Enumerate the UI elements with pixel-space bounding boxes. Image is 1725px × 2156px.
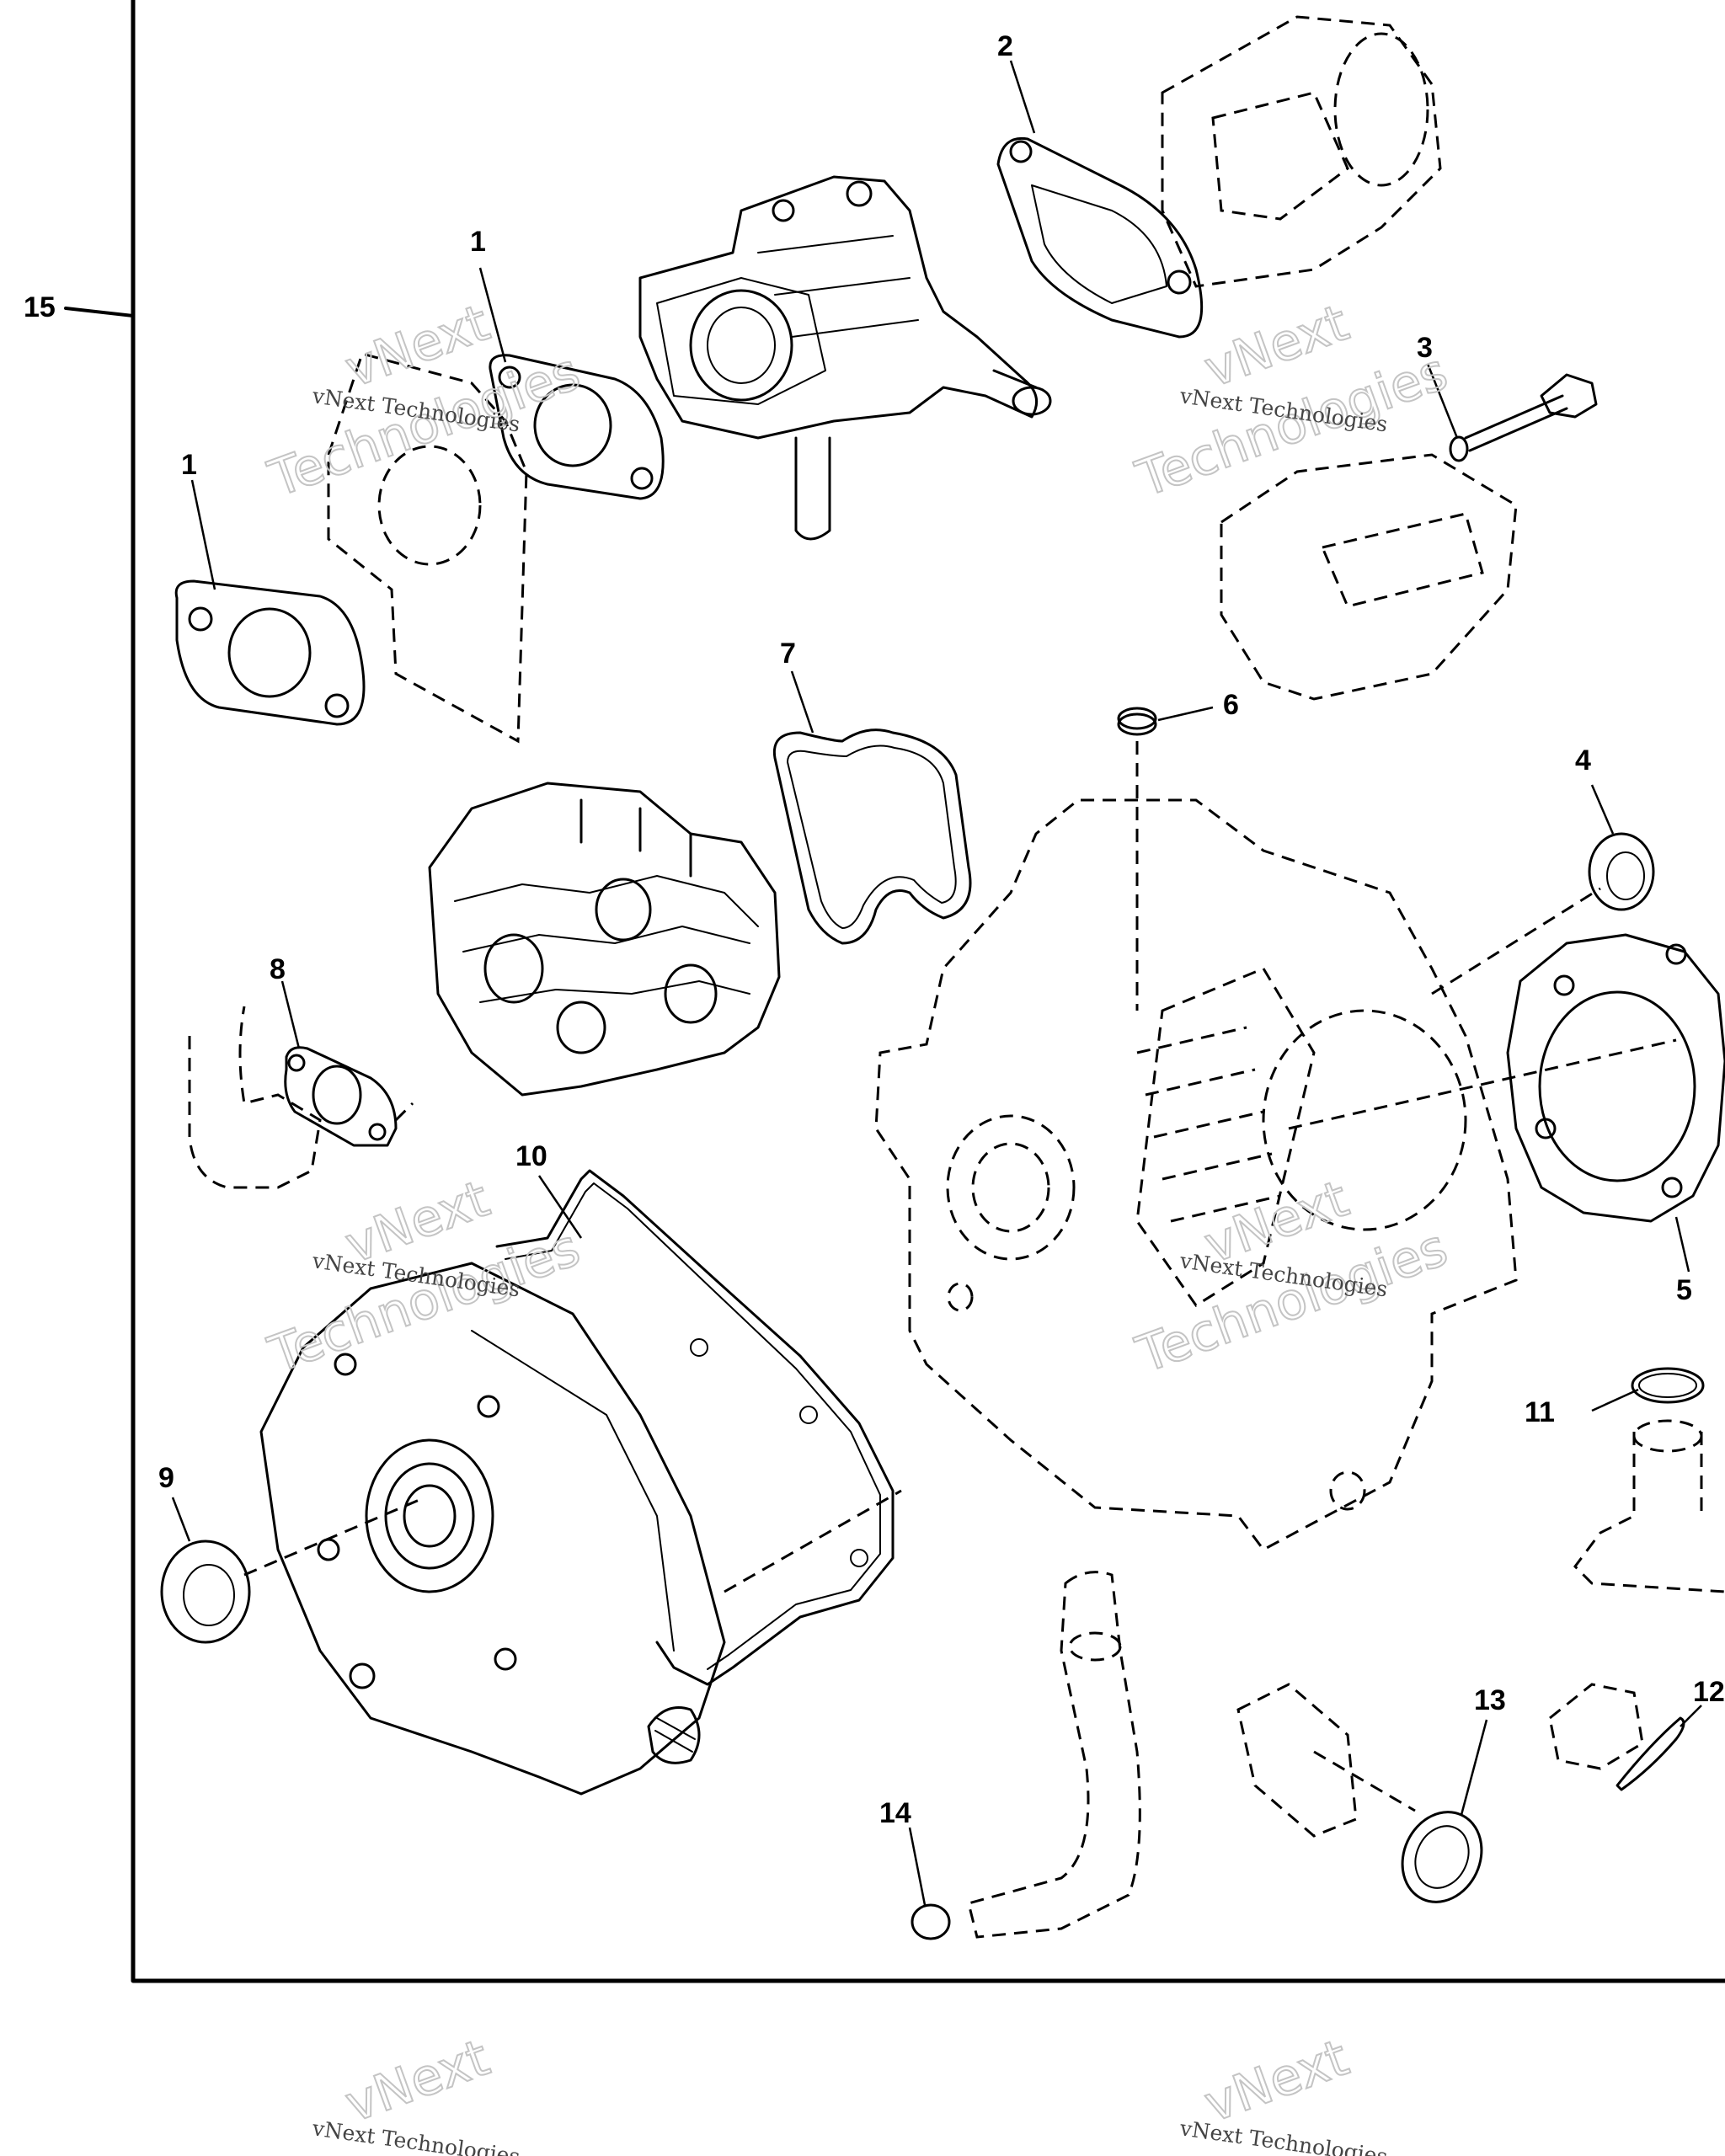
- plug-o-ring: [1616, 1716, 1685, 1791]
- breather-o-ring: [911, 1903, 951, 1940]
- callout-1-left: 1: [181, 449, 197, 481]
- callout-4: 4: [1575, 744, 1591, 776]
- svg-text:vNext: vNext: [1197, 2028, 1356, 2134]
- svg-text:vNext Technologies: vNext Technologies: [1178, 2116, 1389, 2156]
- exhaust-gasket: [188, 1006, 414, 1189]
- cylinder-head-gasket: [1288, 933, 1725, 1223]
- kit-frame: [64, 0, 1725, 1983]
- watermark-bottom-right: vNext vNext Technologies: [1178, 2027, 1389, 2156]
- drain-plug-dashed: [1236, 1683, 1416, 1838]
- callout-12: 12: [1693, 1676, 1725, 1708]
- dipstick-tube-dashed: [1573, 1419, 1725, 1593]
- callout-2: 2: [997, 30, 1013, 62]
- crankcase-gasket: [495, 1169, 895, 1686]
- watermark-bottom-left: vNext vNext Technologies: [310, 2027, 521, 2156]
- callout-14: 14: [879, 1797, 911, 1829]
- valve-cover-screw: [1449, 373, 1598, 462]
- drain-plug-washer: [1401, 1811, 1483, 1903]
- oil-seal-right: [1431, 832, 1655, 995]
- callout-15: 15: [24, 291, 56, 323]
- callout-5: 5: [1676, 1274, 1692, 1306]
- oil-seal-left: [160, 1489, 902, 1644]
- callout-7: 7: [780, 638, 796, 670]
- svg-text:vNext Technologies: vNext Technologies: [310, 2116, 521, 2156]
- watermark-top-right: vNext Technologies vNext Technologies: [1128, 292, 1455, 510]
- threaded-plug-dashed: [1548, 1683, 1644, 1770]
- air-cleaner-base-dashed: [1161, 15, 1442, 288]
- callout-numbers: 1 1 2 3 4 5 6 7 8 9 10 11 12 13 14 15: [24, 30, 1725, 1829]
- leader-lines: [171, 60, 1702, 1906]
- watermark-mid-left: vNext Technologies vNext Technologies: [260, 1168, 588, 1385]
- small-seal: [1117, 707, 1157, 1011]
- callout-1-upper: 1: [470, 226, 486, 258]
- intake-gasket-upper: [489, 354, 665, 500]
- intake-gasket-left: [174, 579, 366, 726]
- callout-10: 10: [515, 1140, 547, 1172]
- crankcase-cover: [259, 1262, 726, 1796]
- intake-spacer-dashed: [327, 352, 528, 744]
- cylinder-head: [428, 782, 781, 1097]
- svg-text:vNext: vNext: [338, 2028, 497, 2134]
- callout-8: 8: [270, 953, 286, 985]
- dipstick-o-ring: [1631, 1367, 1705, 1404]
- callout-9: 9: [158, 1462, 174, 1494]
- callout-13: 13: [1474, 1684, 1506, 1716]
- engine-block-dashed: [874, 798, 1518, 1551]
- valve-cover-dashed: [1220, 453, 1518, 701]
- callout-11: 11: [1525, 1396, 1555, 1428]
- carburetor-gasket: [996, 136, 1204, 339]
- watermark-top-left: vNext Technologies vNext Technologies: [260, 292, 588, 510]
- carburetor: [638, 175, 1052, 541]
- breather-tube-dashed: [967, 1571, 1141, 1939]
- callout-6: 6: [1223, 689, 1239, 721]
- valve-cover-gasket: [772, 728, 972, 945]
- callout-3: 3: [1417, 332, 1433, 364]
